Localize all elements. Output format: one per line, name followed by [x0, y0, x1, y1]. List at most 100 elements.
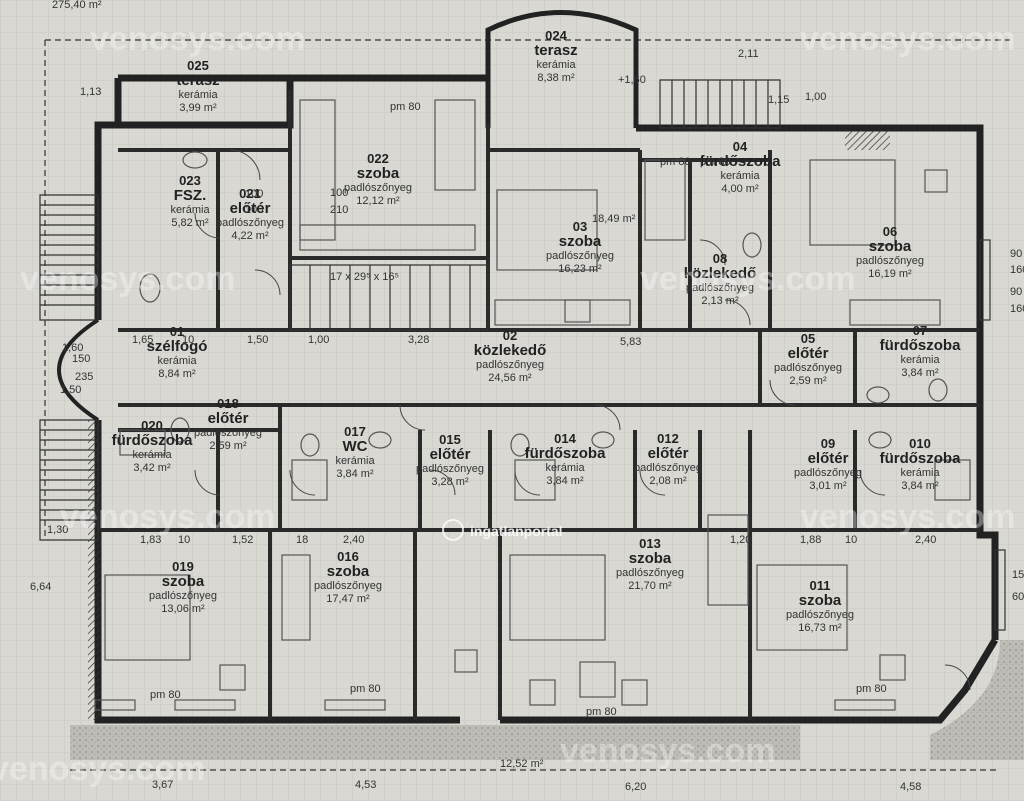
- room-name: FSZ.: [174, 187, 207, 204]
- room-area: 16,19 m²: [868, 268, 912, 280]
- room-number: 014: [554, 431, 576, 446]
- room-number: 013: [639, 536, 661, 551]
- room-material: padlószőnyeg: [616, 567, 684, 579]
- dimension-label: 10: [182, 334, 194, 346]
- room-number: 015: [439, 432, 461, 447]
- room-area: 3,84 m²: [336, 468, 374, 480]
- room-material: padlószőnyeg: [634, 462, 702, 474]
- room-number: 025: [187, 58, 209, 73]
- room-material: padlószőnyeg: [216, 217, 284, 229]
- dimension-label: 275,40 m²: [52, 0, 102, 11]
- room-area: 4,00 m²: [721, 183, 759, 195]
- watermark-bottom-far-left: venosys.com: [0, 750, 205, 788]
- site-boundary: [44, 39, 1010, 771]
- dimension-label: 1,00: [805, 91, 826, 103]
- room-name: közlekedő: [474, 342, 547, 359]
- room-name: közlekedő: [684, 265, 757, 282]
- dimension-label: 235: [75, 371, 93, 383]
- dimension-label: 4,53: [355, 779, 376, 791]
- room-material: kerámia: [157, 355, 197, 367]
- dimension-label: 210: [330, 204, 348, 216]
- room-name: előtér: [648, 445, 689, 462]
- dimension-label: 18,49 m²: [592, 213, 636, 225]
- room-name: szoba: [559, 233, 602, 250]
- room-material: kerámia: [170, 204, 210, 216]
- room-area: 13,06 m²: [161, 603, 205, 615]
- room-number: 011: [810, 578, 831, 593]
- room-material: kerámia: [900, 354, 940, 366]
- room-area: 24,56 m²: [488, 372, 532, 384]
- dimension-label: 1,60: [62, 342, 83, 354]
- watermark-bottom-left: venosys.com: [60, 498, 275, 536]
- room-area: 3,84 m²: [901, 367, 939, 379]
- west-stairs: [39, 194, 99, 541]
- watermark-bottom-mid: venosys.com: [560, 732, 775, 770]
- room-number: 010: [909, 436, 931, 451]
- dimension-label: 17 x 29⁵ x 16⁵: [330, 271, 399, 283]
- dimension-label: pm 80: [586, 706, 617, 718]
- dimension-label: 18: [296, 534, 308, 546]
- gravel-corner: [930, 640, 1024, 760]
- dimension-label: 12,52 m²: [500, 758, 544, 770]
- room-material: kerámia: [545, 462, 585, 474]
- hatched-wall-west: [88, 420, 100, 720]
- room-area: 3,28 m²: [431, 476, 469, 488]
- dimension-label: 6,20: [625, 781, 646, 793]
- room-material: padlószőnyeg: [546, 250, 614, 262]
- dimension-label: pm 80: [856, 683, 887, 695]
- room-name: terasz: [534, 42, 577, 59]
- room-name: szoba: [799, 592, 842, 609]
- dimension-label: pm 80: [350, 683, 381, 695]
- side-dimension-label: 90: [1010, 248, 1022, 260]
- dimension-label: 1,88: [800, 534, 821, 546]
- room-material: kerámia: [536, 59, 576, 71]
- north-stairs: [659, 79, 781, 129]
- room-material: kerámia: [335, 455, 375, 467]
- watermark-top-right: venosys.com: [800, 20, 1015, 58]
- dimension-label: 1,30: [47, 524, 68, 536]
- room-number: 017: [344, 424, 366, 439]
- entrance-semicircle: [57, 318, 100, 422]
- room-area: 2,59 m²: [209, 440, 247, 452]
- watermark-top: venosys.com: [90, 20, 305, 58]
- room-number: 01: [170, 324, 184, 339]
- room-name: szoba: [629, 550, 672, 567]
- door-swings: [194, 149, 971, 691]
- dimension-label: 3,28: [408, 334, 429, 346]
- room-area: 3,42 m²: [133, 462, 171, 474]
- dimension-label: 150: [72, 353, 90, 365]
- room-material: padlószőnyeg: [149, 590, 217, 602]
- room-number: 09: [821, 436, 835, 451]
- room-number: 018: [217, 396, 239, 411]
- room-area: 4,22 m²: [231, 230, 269, 242]
- room-name: előtér: [230, 200, 271, 217]
- room-number: 016: [337, 549, 359, 564]
- dimension-label: 2,40: [915, 534, 936, 546]
- room-number: 03: [573, 219, 587, 234]
- room-area: 21,70 m²: [628, 580, 672, 592]
- dimension-label: pm 80: [700, 156, 731, 168]
- dimension-label: 1,13: [80, 86, 101, 98]
- dimension-label: 2,40: [343, 534, 364, 546]
- room-number: 08: [713, 251, 727, 266]
- interior-walls: [98, 90, 980, 720]
- room-material: padlószőnyeg: [686, 282, 754, 294]
- room-name: szélfogó: [147, 338, 208, 355]
- side-dimension-label: 90: [1010, 286, 1022, 298]
- room-area: 2,13 m²: [701, 295, 739, 307]
